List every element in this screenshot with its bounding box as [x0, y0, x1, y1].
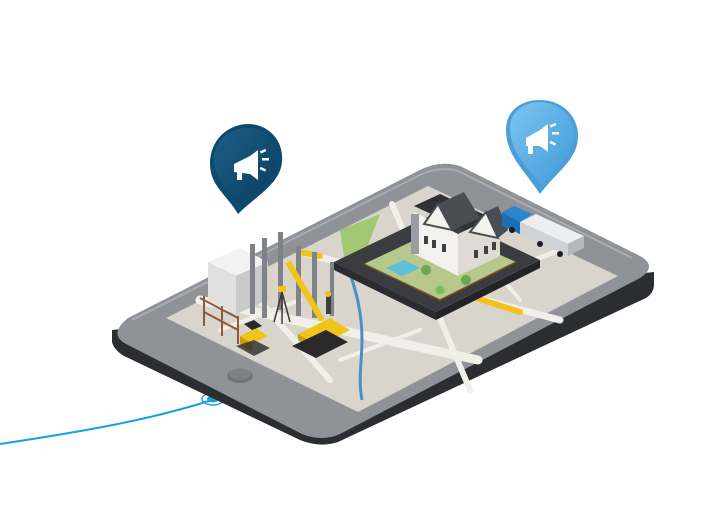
crane-excavator: [285, 260, 350, 358]
truck: [502, 206, 584, 257]
surveyor-tripod: [273, 286, 291, 324]
tablet-bezel-highlight: [131, 168, 633, 321]
scaffolding: [199, 296, 239, 344]
house: [411, 192, 508, 276]
bulldozer: [236, 320, 270, 356]
home-button-icon: [227, 368, 253, 383]
megaphone-pin-icon: [210, 124, 283, 214]
river: [346, 267, 364, 401]
megaphone-pin-icon: [506, 100, 578, 194]
map-screen: [166, 186, 618, 412]
usb-cable: [0, 399, 213, 445]
